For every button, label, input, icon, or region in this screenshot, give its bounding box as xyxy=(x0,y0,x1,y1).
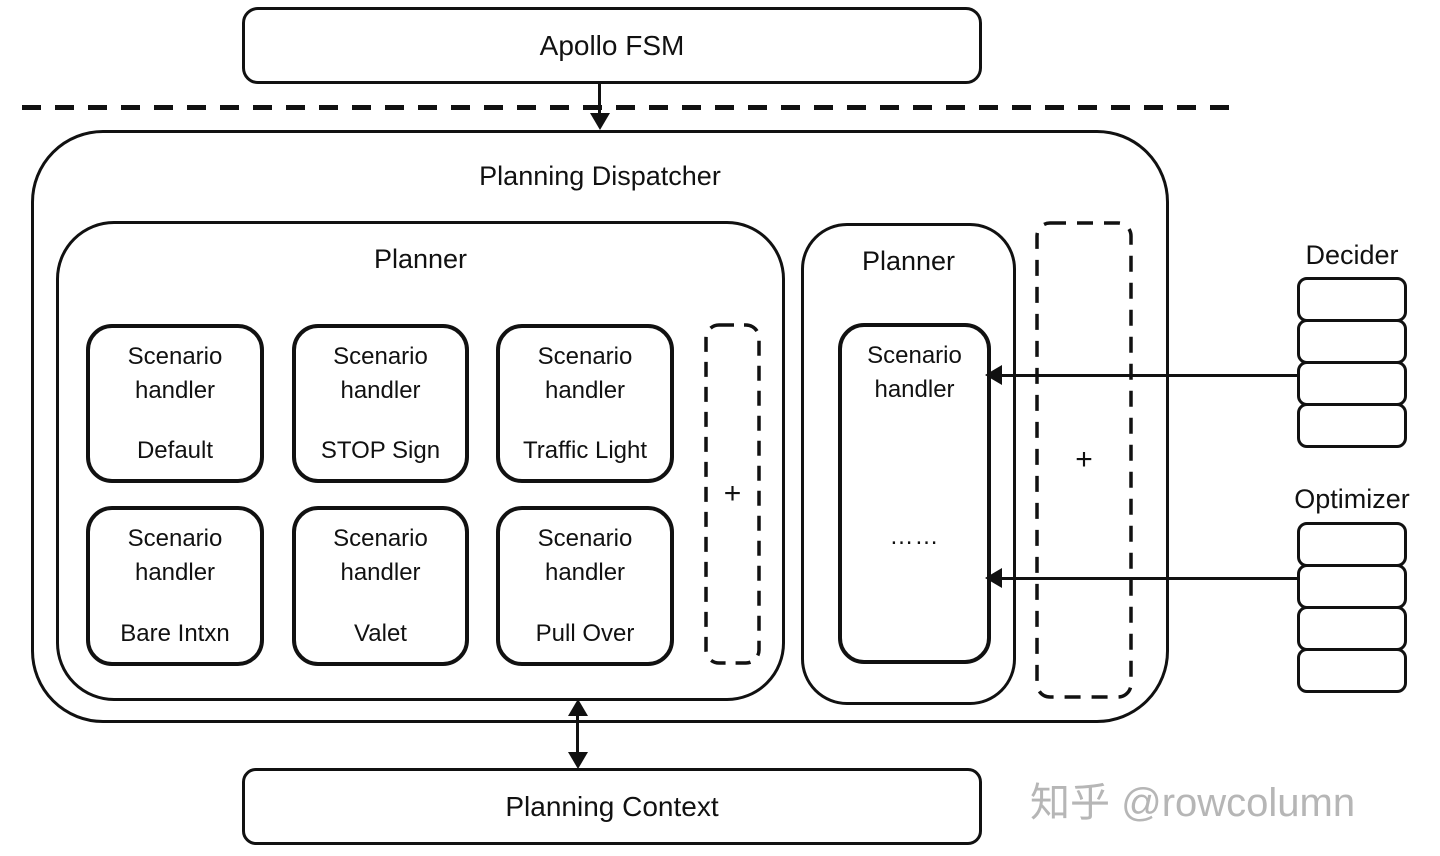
separator-dashed-line xyxy=(22,105,1240,110)
scenario-handler-type-label: Scenario handler xyxy=(537,525,633,586)
optimizer-cell xyxy=(1297,564,1407,609)
scenario-handler-box-bare-intxn: Scenario handler Bare Intxn xyxy=(86,506,264,666)
apollo-fsm-label: Apollo FSM xyxy=(539,29,685,61)
scenario-handler-type-label: Scenario handler xyxy=(867,342,962,403)
planner-left-title: Planner xyxy=(373,244,468,274)
scenario-handler-name: STOP Sign xyxy=(320,437,441,464)
decider-title: Decider xyxy=(1305,240,1399,270)
scenario-handler-name: Default xyxy=(136,437,214,464)
decider-cell xyxy=(1297,319,1407,364)
arrow-left-icon xyxy=(985,568,1002,588)
planner-left-box: Planner Scenario handler Default Scenari… xyxy=(56,221,785,701)
scenario-handler-type-label: Scenario handler xyxy=(537,343,633,404)
planning-context-box: Planning Context xyxy=(242,768,982,845)
planner-right-box: Planner Scenario handler …… xyxy=(801,223,1016,705)
arrow-down-icon xyxy=(568,752,588,769)
watermark-text: 知乎 @rowcolumn xyxy=(1030,781,1356,825)
scenario-handler-type-label: Scenario handler xyxy=(127,525,223,586)
optimizer-cell xyxy=(1297,648,1407,693)
plus-placeholder-box-right: + xyxy=(1035,221,1133,699)
scenario-handler-box-valet: Scenario handler Valet xyxy=(292,506,469,666)
optimizer-cell xyxy=(1297,522,1407,567)
optimizer-stack xyxy=(1297,522,1407,693)
decider-cell xyxy=(1297,403,1407,448)
scenario-handler-box-generic: Scenario handler …… xyxy=(838,323,991,664)
arrow-left-icon xyxy=(985,365,1002,385)
plus-sign: + xyxy=(1075,443,1093,476)
dashed-rect-icon xyxy=(704,323,761,665)
decider-cell xyxy=(1297,277,1407,322)
planning-dispatcher-box: Planning Dispatcher Planner Scenario han… xyxy=(31,130,1169,723)
scenario-handler-type-label: Scenario handler xyxy=(333,525,428,586)
arrow-decider-to-handler-line xyxy=(1000,374,1297,377)
planning-context-label: Planning Context xyxy=(505,790,719,822)
decider-cell xyxy=(1297,361,1407,406)
arrow-up-icon xyxy=(568,699,588,716)
scenario-handler-type-label: Scenario handler xyxy=(127,343,223,404)
scenario-handler-ellipsis: …… xyxy=(889,523,940,550)
arrow-down-icon xyxy=(590,113,610,130)
scenario-handler-name: Pull Over xyxy=(535,620,635,647)
arrow-dispatcher-context-line xyxy=(576,712,579,756)
optimizer-title: Optimizer xyxy=(1294,484,1410,514)
plus-placeholder-box-left: + xyxy=(704,323,761,665)
arrow-optimizer-to-handler-line xyxy=(1000,577,1297,580)
scenario-handler-box-default: Scenario handler Default xyxy=(86,324,264,483)
apollo-fsm-box: Apollo FSM xyxy=(242,7,982,84)
planner-right-title: Planner xyxy=(861,246,956,276)
scenario-handler-box-traffic-light: Scenario handler Traffic Light xyxy=(496,324,674,483)
decider-stack xyxy=(1297,277,1407,448)
scenario-handler-type-label: Scenario handler xyxy=(333,343,428,404)
scenario-handler-box-pull-over: Scenario handler Pull Over xyxy=(496,506,674,666)
arrow-fsm-to-dispatcher-line xyxy=(598,84,601,117)
optimizer-cell xyxy=(1297,606,1407,651)
planning-dispatcher-title: Planning Dispatcher xyxy=(479,161,721,191)
scenario-handler-box-stop-sign: Scenario handler STOP Sign xyxy=(292,324,469,483)
plus-sign: + xyxy=(723,477,742,510)
dashed-rect-icon xyxy=(1035,221,1133,699)
scenario-handler-name: Traffic Light xyxy=(522,437,648,464)
scenario-handler-name: Valet xyxy=(354,620,407,647)
scenario-handler-name: Bare Intxn xyxy=(120,620,230,647)
